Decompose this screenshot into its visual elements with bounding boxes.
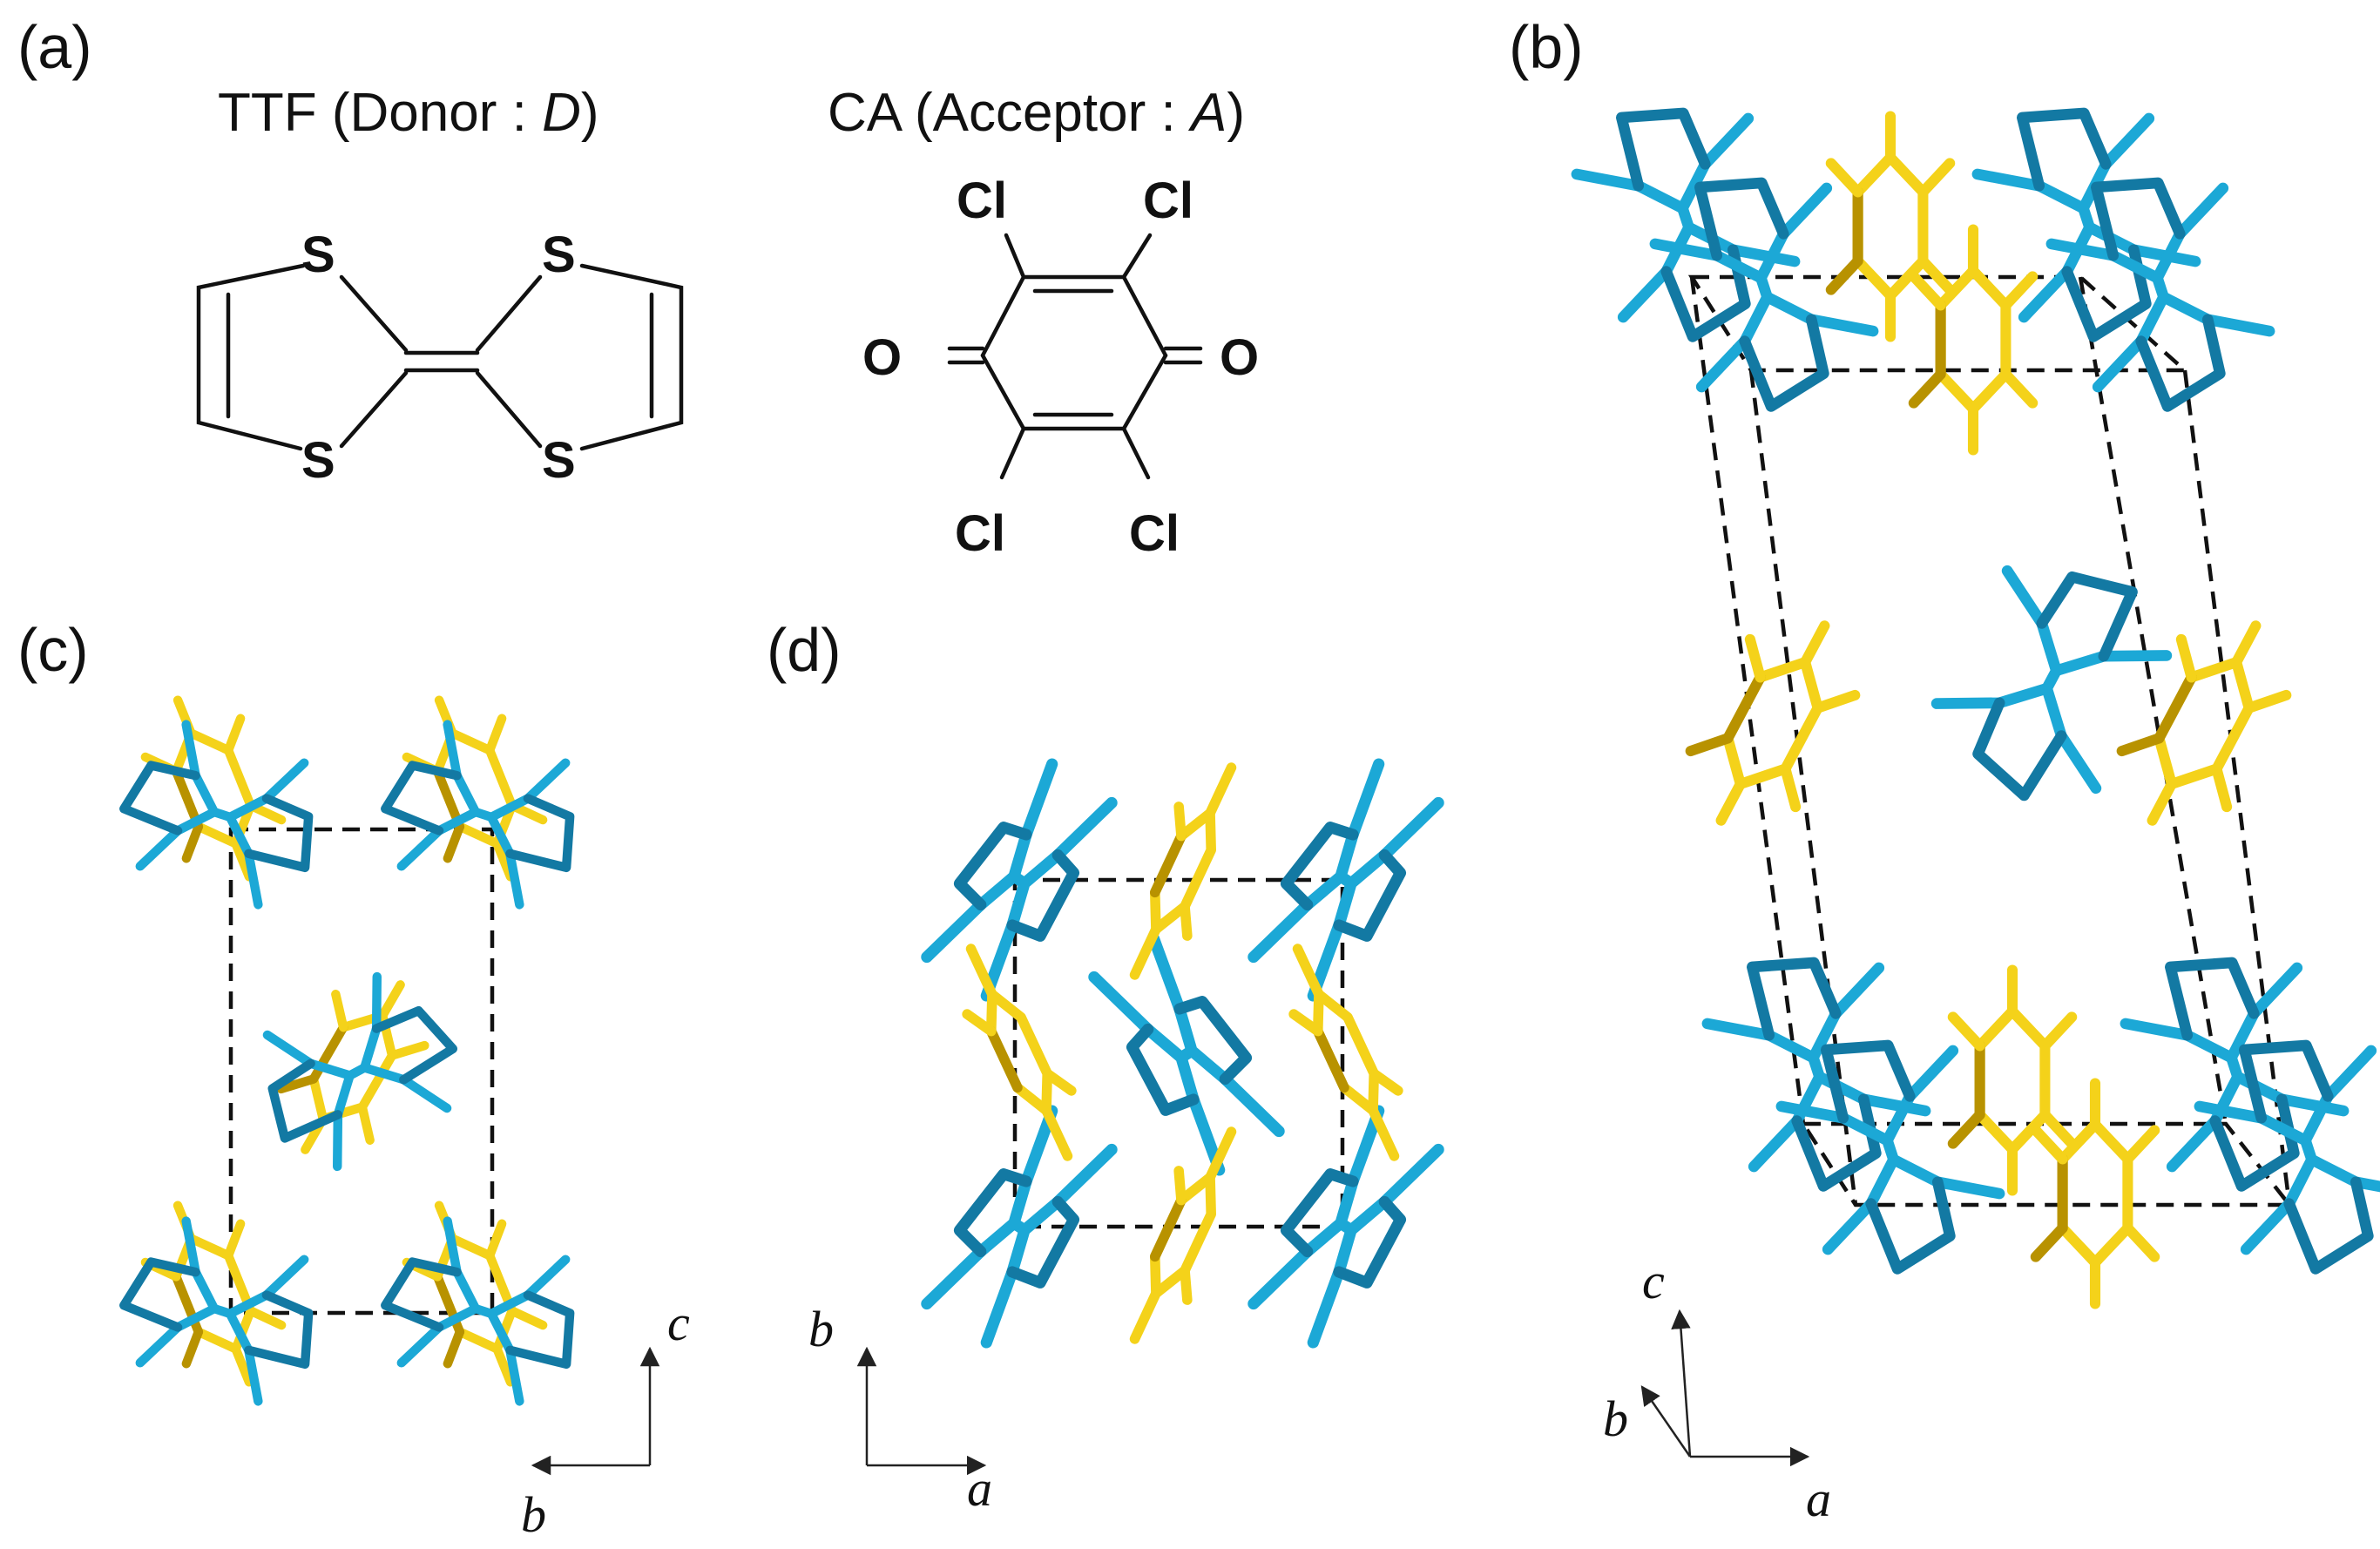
ttf-molecule xyxy=(1918,536,2186,824)
ttf-molecule xyxy=(370,1211,598,1411)
ca-molecule xyxy=(1668,598,1876,848)
ttf-molecule xyxy=(1565,80,1808,355)
panel-b-b-label: b xyxy=(1603,1390,1628,1447)
panel-label-a: (a) xyxy=(17,13,92,81)
ttf-molecule xyxy=(916,757,1122,1003)
donor-role: Donor xyxy=(350,83,497,143)
donor-symbol: D xyxy=(542,83,581,143)
ttf-structure: S S S S xyxy=(196,227,684,489)
panel-c-unit-cell xyxy=(228,827,495,1316)
panel-b-a-label: a xyxy=(1806,1471,1831,1527)
ca-molecule xyxy=(1106,754,1260,988)
ttf-molecule xyxy=(1084,931,1289,1177)
panel-c-b-label: b xyxy=(521,1486,546,1543)
panel-label-d: (d) xyxy=(767,616,842,684)
panel-label-b: (b) xyxy=(1509,13,1584,81)
ca-molecule xyxy=(2099,598,2308,848)
panel-c-c-label: c xyxy=(667,1295,690,1351)
ttf-molecule xyxy=(1643,150,1886,425)
ca-molecule xyxy=(1106,1119,1260,1352)
donor-heading: TTF (Donor : D) xyxy=(218,83,599,143)
ttf-molecule xyxy=(1243,1104,1449,1349)
panel-label-c: (c) xyxy=(17,616,89,684)
ca-molecule xyxy=(943,936,1096,1169)
acceptor-role: Acceptor xyxy=(933,83,1146,143)
acceptor-heading: CA (Acceptor : A) xyxy=(828,83,1245,143)
panel-b-cell-top-face xyxy=(1687,274,2190,373)
ttf-sulfur-4: S xyxy=(542,432,576,489)
panel-d-b-label: b xyxy=(808,1301,834,1357)
ttf-molecule xyxy=(109,1211,336,1411)
panel-d-unit-cell xyxy=(1012,877,1345,1229)
acceptor-name: CA xyxy=(828,83,903,143)
panel-c-packing: c b xyxy=(109,681,690,1543)
ca-structure: Cl Cl Cl Cl O O xyxy=(862,172,1259,562)
panel-d-packing: b a xyxy=(808,754,1449,1517)
ca-molecule xyxy=(1269,936,1423,1169)
ca-chlorine-4: Cl xyxy=(1129,505,1180,562)
panel-b-b-axis xyxy=(1640,1385,1692,1458)
ca-oxygen-1: O xyxy=(862,329,902,386)
panel-b-c-label: c xyxy=(1642,1253,1665,1309)
ttf-sulfur-1: S xyxy=(301,227,335,283)
panel-b-c-axis xyxy=(1671,1309,1692,1458)
ttf-sulfur-3: S xyxy=(542,227,576,283)
ttf-molecule xyxy=(238,961,476,1182)
ca-oxygen-2: O xyxy=(1220,329,1259,386)
ca-chlorine-1: Cl xyxy=(957,172,1007,229)
donor-name: TTF xyxy=(218,83,317,143)
acceptor-symbol: A xyxy=(1187,83,1227,143)
ca-chlorine-2: Cl xyxy=(1143,172,1193,229)
ttf-sulfur-2: S xyxy=(301,432,335,489)
ca-chlorine-3: Cl xyxy=(955,505,1005,562)
panel-d-a-label: a xyxy=(967,1460,992,1517)
panel-b-packing: a b c xyxy=(1565,80,2380,1527)
